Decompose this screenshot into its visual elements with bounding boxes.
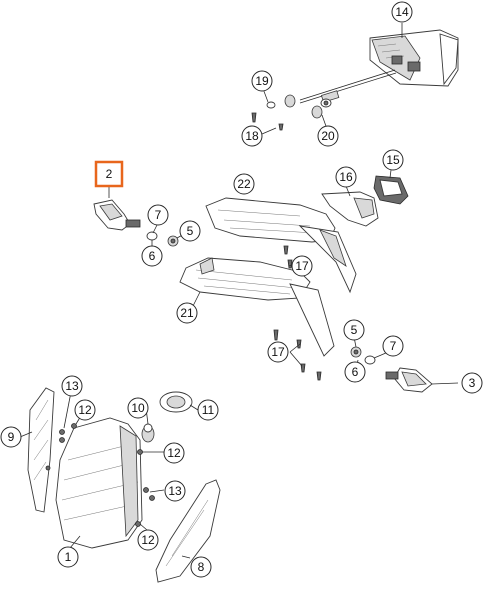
callout-22[interactable]: 22 [233,173,255,195]
callout-3[interactable]: 3 [461,372,483,394]
callout-9[interactable]: 9 [0,426,22,448]
callout-12-mid[interactable]: 12 [163,442,185,464]
svg-text:13: 13 [168,484,182,498]
svg-text:10: 10 [131,401,145,415]
callout-5-left[interactable]: 5 [179,220,201,242]
svg-text:20: 20 [321,129,335,143]
washer-6-right [364,355,376,365]
svg-text:11: 11 [202,403,215,417]
svg-text:2: 2 [106,167,113,181]
tail-light-wire [299,69,397,104]
svg-text:12: 12 [141,533,155,547]
bulb-10[interactable] [141,423,155,443]
svg-text:21: 21 [180,306,194,320]
callout-1[interactable]: 1 [57,546,79,568]
callout-12-bottom[interactable]: 12 [137,529,159,551]
headlight-lens-8[interactable] [155,479,221,583]
headlight-mask-9[interactable] [27,387,55,513]
svg-text:7: 7 [155,208,162,222]
screws-12-13 [45,423,155,527]
svg-text:5: 5 [187,224,194,238]
nut-20 [320,98,332,108]
svg-text:13: 13 [65,379,79,393]
callout-11[interactable]: 11 [197,399,219,421]
callout-13-top[interactable]: 13 [61,375,83,397]
washer-19 [266,101,276,109]
highlight-box [94,160,124,188]
callout-7-left[interactable]: 7 [147,204,169,226]
callout-15[interactable]: 15 [382,149,404,171]
callout-18[interactable]: 18 [241,125,263,147]
headlight-housing-1[interactable] [55,417,143,549]
callout-19[interactable]: 19 [251,70,273,92]
turn-indicator-right[interactable] [385,367,433,393]
svg-text:14: 14 [395,5,409,19]
rear-bracket-21[interactable] [179,257,335,357]
callout-6-left[interactable]: 6 [141,245,163,267]
callout-16[interactable]: 16 [335,166,357,188]
svg-text:17: 17 [271,345,285,359]
svg-text:19: 19 [255,74,269,88]
callout-13-bottom[interactable]: 13 [164,480,186,502]
cap-11[interactable] [159,391,193,413]
callout-2[interactable]: 2 [106,167,113,181]
svg-text:9: 9 [8,430,15,444]
svg-text:3: 3 [469,376,476,390]
turn-indicator-left[interactable] [93,199,141,231]
callout-6-right[interactable]: 6 [344,361,366,383]
reflector-15[interactable] [373,175,409,205]
svg-text:17: 17 [295,259,309,273]
tail-light-assembly[interactable] [369,29,459,87]
rear-bracket-22[interactable] [205,197,357,294]
svg-text:1: 1 [65,550,72,564]
callout-8[interactable]: 8 [190,556,212,578]
screw-18 [251,112,284,131]
callout-10[interactable]: 10 [127,397,149,419]
callout-7-right[interactable]: 7 [382,335,404,357]
svg-text:18: 18 [245,129,259,143]
svg-text:16: 16 [339,170,353,184]
washer-6-left [146,231,158,241]
callout-20[interactable]: 20 [317,125,339,147]
svg-text:12: 12 [167,446,181,460]
callout-12-top[interactable]: 12 [74,399,96,421]
spacer-bushing [284,94,323,119]
svg-text:7: 7 [390,339,397,353]
callout-5-right[interactable]: 5 [343,319,365,341]
callout-17-top[interactable]: 17 [291,255,313,277]
svg-text:22: 22 [237,177,251,191]
callout-17-bottom[interactable]: 17 [267,341,289,363]
nut-5-left [167,235,179,247]
svg-text:12: 12 [78,403,92,417]
svg-text:8: 8 [198,560,205,574]
nut-5-right [350,346,362,358]
svg-text:5: 5 [351,323,358,337]
svg-text:6: 6 [352,365,359,379]
callout-21[interactable]: 21 [176,302,198,324]
callout-14[interactable]: 14 [391,1,413,23]
svg-text:15: 15 [386,153,400,167]
svg-text:6: 6 [149,249,156,263]
cover-16[interactable] [321,191,379,227]
